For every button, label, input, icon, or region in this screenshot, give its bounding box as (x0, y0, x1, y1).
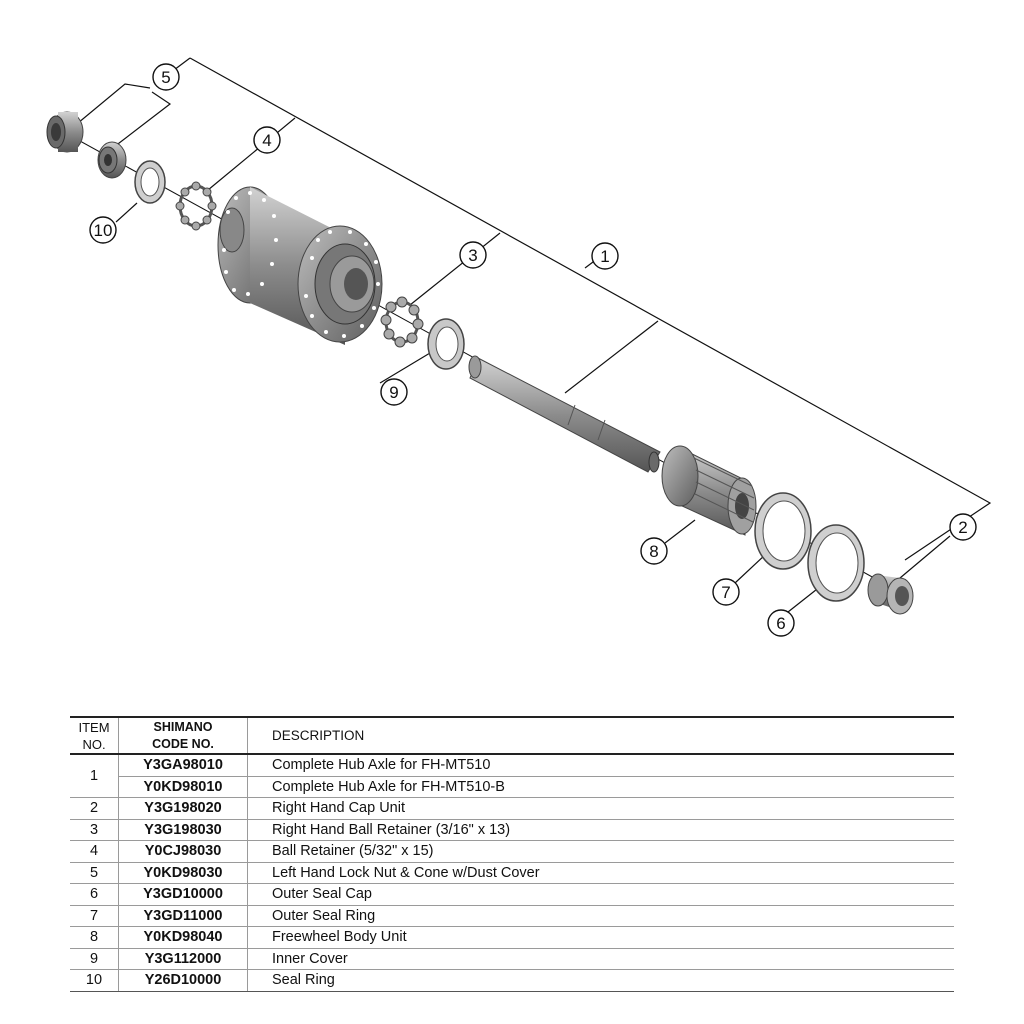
item-number: 9 (70, 948, 119, 970)
table-row: 3 Y3G198030 Right Hand Ball Retainer (3/… (70, 819, 954, 841)
code-number: Y0CJ98030 (118, 840, 248, 863)
item-number: 5 (70, 862, 119, 884)
item-number: 6 (70, 883, 119, 906)
table-row: 8 Y0KD98040 Freewheel Body Unit (70, 926, 954, 949)
description: Outer Seal Ring (247, 905, 954, 927)
item-number: 8 (70, 926, 119, 949)
description: Freewheel Body Unit (247, 926, 954, 949)
item-number: 3 (70, 819, 119, 841)
code-number: Y3G198020 (118, 797, 248, 820)
item-number: 2 (70, 797, 119, 820)
svg-text:9: 9 (389, 383, 398, 402)
table-row: 5 Y0KD98030 Left Hand Lock Nut & Cone w/… (70, 862, 954, 884)
header-item-line2: NO. (82, 736, 106, 752)
part-hub-shell (217, 186, 383, 345)
description: Complete Hub Axle for FH-MT510 (247, 754, 954, 777)
header-code-line1: SHIMANO (153, 719, 213, 734)
callout-4: 4 (253, 126, 281, 154)
code-number: Y3G112000 (118, 948, 248, 970)
code-number: Y0KD98040 (118, 926, 248, 949)
header-item-no: ITEM NO. (70, 717, 119, 754)
description: Right Hand Ball Retainer (3/16" x 13) (247, 819, 954, 841)
description: Seal Ring (247, 969, 954, 992)
svg-text:8: 8 (649, 542, 658, 561)
callout-7: 7 (712, 578, 740, 606)
callout-1: 1 (591, 242, 619, 270)
item-number: 7 (70, 905, 119, 927)
part-seal-ring (134, 160, 166, 204)
description: Outer Seal Cap (247, 883, 954, 906)
description: Left Hand Lock Nut & Cone w/Dust Cover (247, 862, 954, 884)
item-number: 4 (70, 840, 119, 863)
description: Complete Hub Axle for FH-MT510-B (247, 776, 954, 798)
callout-9: 9 (380, 378, 408, 406)
svg-text:5: 5 (161, 68, 170, 87)
callout-6: 6 (767, 609, 795, 637)
item-number: 10 (70, 969, 119, 992)
parts-list-table: ITEM NO. SHIMANO CODE NO. DESCRIPTION 1 … (70, 716, 954, 992)
item-number: 1 (70, 754, 119, 798)
code-number: Y26D10000 (118, 969, 248, 992)
part-ball-retainer-right (380, 296, 424, 348)
part-right-hand-cap (867, 573, 914, 615)
table-row: 4 Y0CJ98030 Ball Retainer (5/32" x 15) (70, 840, 954, 863)
svg-text:1: 1 (600, 247, 609, 266)
bracket-item-1 (189, 57, 992, 561)
part-freewheel-body (661, 445, 757, 536)
part-outer-seal-cap (807, 524, 865, 602)
header-code-no: SHIMANO CODE NO. (118, 717, 248, 754)
description: Ball Retainer (5/32" x 15) (247, 840, 954, 863)
code-number: Y3GD10000 (118, 883, 248, 906)
leader-lines (71, 57, 951, 613)
part-hub-axle (468, 355, 661, 473)
code-number: Y3GA98010 (118, 754, 248, 777)
table-row: 6 Y3GD10000 Outer Seal Cap (70, 883, 954, 906)
header-code-line2: CODE NO. (152, 736, 214, 751)
svg-text:6: 6 (776, 614, 785, 633)
svg-text:2: 2 (958, 518, 967, 537)
header-item-line1: ITEM (78, 719, 110, 735)
part-ball-retainer-left (175, 181, 217, 231)
part-left-cone (97, 141, 127, 179)
code-number: Y0KD98010 (118, 776, 248, 798)
svg-text:7: 7 (721, 583, 730, 602)
table-row: 2 Y3G198020 Right Hand Cap Unit (70, 797, 954, 820)
table-row: 10 Y26D10000 Seal Ring (70, 969, 954, 992)
callout-5: 5 (152, 63, 180, 91)
table-row: Y0KD98010 Complete Hub Axle for FH-MT510… (70, 776, 954, 798)
code-number: Y0KD98030 (118, 862, 248, 884)
svg-text:10: 10 (94, 221, 113, 240)
callout-3: 3 (459, 241, 487, 269)
part-left-lock-nut (46, 111, 84, 153)
table-row: 7 Y3GD11000 Outer Seal Ring (70, 905, 954, 927)
header-description: DESCRIPTION (272, 728, 365, 743)
code-number: Y3G198030 (118, 819, 248, 841)
description: Inner Cover (247, 948, 954, 970)
part-inner-cover (427, 318, 465, 370)
callout-2: 2 (949, 513, 977, 541)
code-number: Y3GD11000 (118, 905, 248, 927)
svg-text:3: 3 (468, 246, 477, 265)
description: Right Hand Cap Unit (247, 797, 954, 820)
table-header-row: ITEM NO. SHIMANO CODE NO. DESCRIPTION (70, 717, 954, 754)
part-outer-seal-ring (754, 492, 812, 570)
exploded-parts-diagram: 1 2 3 4 5 6 7 8 9 10 (46, 57, 992, 637)
table-row: 9 Y3G112000 Inner Cover (70, 948, 954, 970)
table-row: 1 Y3GA98010 Complete Hub Axle for FH-MT5… (70, 754, 954, 798)
callout-10: 10 (89, 216, 117, 244)
svg-text:4: 4 (262, 131, 271, 150)
callout-8: 8 (640, 537, 668, 565)
